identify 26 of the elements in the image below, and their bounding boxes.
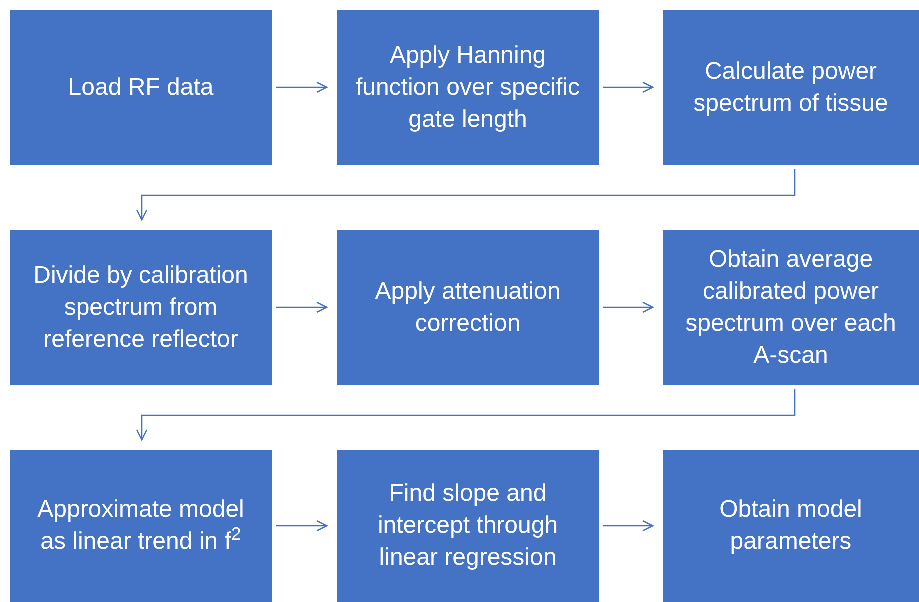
arrow [276,302,328,314]
step-text: Obtain average calibrated power spectrum over each A-scan [684,244,898,370]
step-text: Obtain model parameters [718,495,864,557]
process-box [10,450,272,602]
process-box [337,230,599,385]
arrow [276,520,328,532]
step-text: Find slope and intercept through linear regression [376,479,560,573]
arrow [136,389,796,441]
arrow [603,82,654,94]
process-box [663,230,919,385]
process-box [10,10,272,165]
process-box [10,230,272,385]
step-text: Divide by calibration spectrum from reference reflector [32,260,250,354]
step-text: Load RF data [68,72,214,102]
arrow [276,82,328,94]
process-box [663,10,919,165]
process-box [663,450,919,602]
step-text: Apply attenuation correction [374,276,562,338]
arrow [136,169,796,221]
step-text: Approximate model as linear trend in f$^{2}$ [36,495,246,557]
process-box [337,10,599,165]
arrow [603,302,654,314]
process-box [337,450,599,602]
step-text: Apply Hanning function over specific gate length [354,40,582,134]
step-text: Calculate power spectrum of tissue [692,56,890,118]
arrow [603,520,654,532]
